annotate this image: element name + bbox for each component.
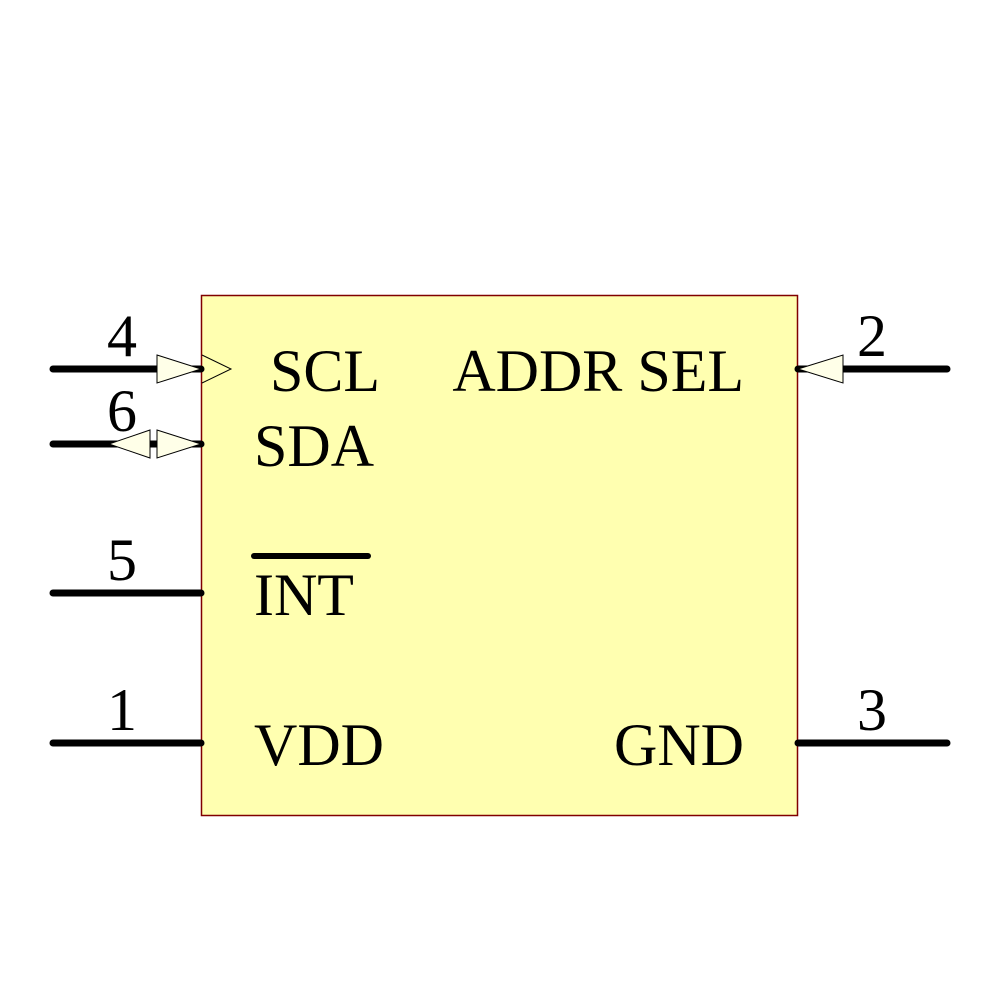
bidirectional-arrow-icon — [156, 429, 203, 459]
bidirectional-arrow-icon — [107, 429, 151, 459]
pin-number: 4 — [107, 303, 137, 369]
pin-1[interactable]: 1 VDD — [49, 677, 384, 778]
pin-3[interactable]: 3 GND — [614, 677, 951, 778]
pin-number: 6 — [107, 378, 137, 444]
pin-name: SDA — [254, 413, 374, 479]
pin-number: 3 — [857, 677, 887, 743]
input-arrow-icon — [796, 354, 844, 384]
pin-number: 1 — [107, 677, 137, 743]
pin-6[interactable]: 6 SDA — [49, 378, 374, 479]
pin-number: 5 — [107, 527, 137, 593]
pin-name: VDD — [254, 712, 384, 778]
pin-name: SCL — [270, 338, 380, 404]
input-arrow-icon — [201, 354, 233, 384]
pin-number: 2 — [857, 303, 887, 369]
pin-2[interactable]: 2 ADDR SEL — [452, 303, 951, 404]
pin-name: ADDR SEL — [452, 338, 744, 404]
pin-4[interactable]: 4 SCL — [49, 303, 380, 404]
pin-name: INT — [254, 562, 354, 628]
input-arrow-icon — [156, 354, 203, 384]
pin-name: GND — [614, 712, 744, 778]
pin-5[interactable]: 5 INT — [49, 527, 371, 628]
